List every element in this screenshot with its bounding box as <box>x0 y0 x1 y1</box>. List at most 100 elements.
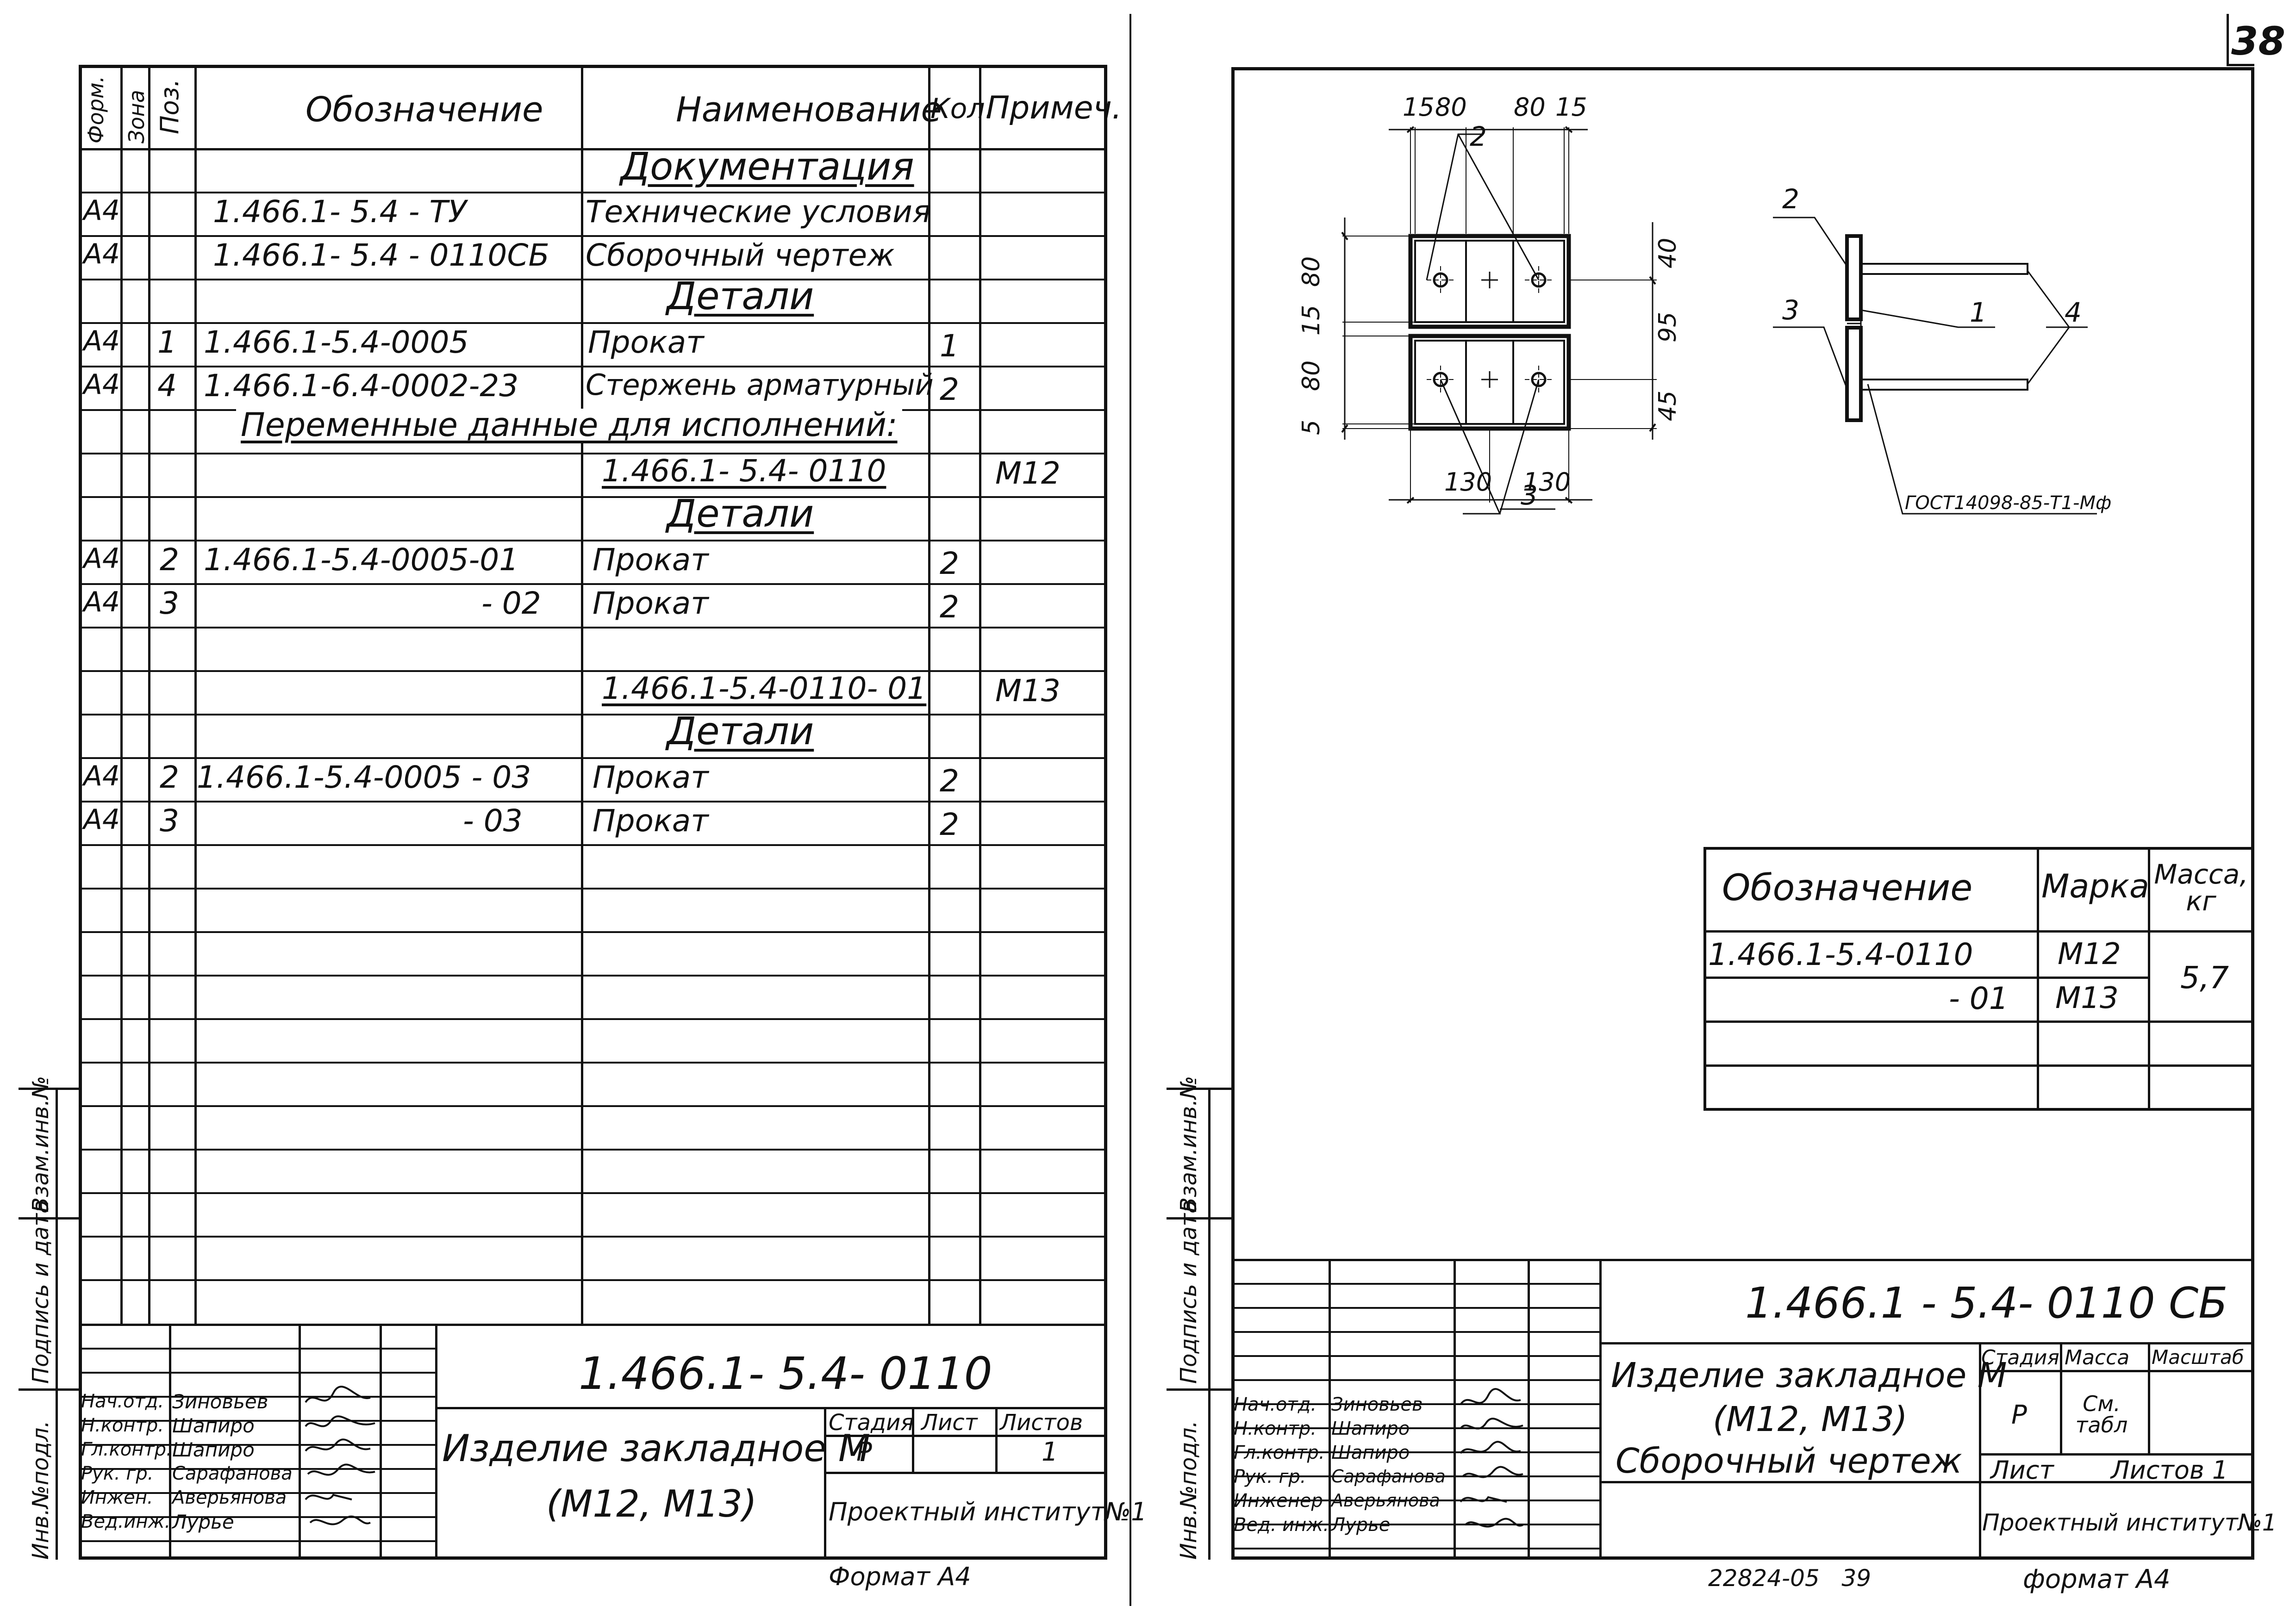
spec-designation: 1.466.1-5.4-0005 <box>204 324 469 360</box>
table-row-line <box>79 670 1107 672</box>
table-row-line <box>79 1279 1107 1281</box>
table-row-line <box>79 888 1107 890</box>
name-label: Зиновьев <box>172 1390 268 1413</box>
spec-designation: 1.466.1-5.4-0005-01 <box>204 542 519 578</box>
variants-header-designation: Обозначение <box>1722 867 1973 909</box>
table-row-line <box>79 540 1107 541</box>
page-number-box <box>2227 64 2254 66</box>
role-label: Инжен. <box>81 1487 153 1508</box>
table-row-line <box>79 322 1107 324</box>
title-block-line <box>824 1435 1107 1437</box>
spec-name: Технические условия <box>586 194 931 230</box>
table-row-line <box>79 931 1107 933</box>
table-row-line <box>1231 1451 1599 1453</box>
table-row-line <box>79 366 1107 367</box>
title-block-line <box>79 1324 1107 1326</box>
format-label: формат А4 <box>2023 1564 2171 1594</box>
right-sheet-frame <box>1231 67 2254 1560</box>
spec-pos: 4 <box>157 368 177 404</box>
table-row-line <box>79 1018 1107 1020</box>
table-row-line <box>79 192 1107 193</box>
side-label-inv: Инв.№подл. <box>28 1420 54 1560</box>
organization: Проектный институт№1 <box>829 1497 1147 1526</box>
title-block-line <box>1979 1453 2254 1456</box>
table-row-line <box>1231 1475 1599 1477</box>
variants-designation: 1.466.1-5.4-0110 <box>1708 937 1973 972</box>
name-label: Шапиро <box>172 1414 255 1437</box>
dim-label: 80 <box>1298 361 1325 391</box>
dim-label: 40 <box>1654 238 1682 268</box>
side-strip-line <box>1167 1088 1231 1090</box>
table-row-line <box>79 627 1107 628</box>
table-row-line <box>79 1236 1107 1238</box>
side-strip-line <box>1208 1088 1210 1560</box>
title-block-subtitle: (М12, М13) <box>546 1482 757 1525</box>
table-line <box>194 65 197 1324</box>
callout-number: 1 <box>1970 297 1987 328</box>
stage-label: Стадия <box>829 1410 914 1436</box>
table-row-line <box>79 1396 435 1398</box>
mass-label: Масса <box>2065 1346 2130 1369</box>
spec-variants-heading: Переменные данные для исполнений: <box>236 409 902 441</box>
role-label: Н.контр. <box>81 1415 164 1436</box>
spec-designation: 1.466.1- 5.4 - 0110СБ <box>213 237 549 273</box>
callout-number: 2 <box>1470 121 1487 152</box>
table-row-line <box>79 1468 435 1470</box>
callout-number: 3 <box>1521 479 1538 511</box>
spec-qty: 1 <box>940 328 959 364</box>
variants-mark: М12 <box>2058 937 2121 971</box>
dim-label: 80 <box>1435 93 1467 122</box>
dim-label: 80 <box>1298 256 1325 287</box>
table-line <box>1703 977 2148 979</box>
table-row-line <box>79 1348 435 1350</box>
spec-designation: 1.466.1-5.4-0005 - 03 <box>197 759 531 795</box>
scale-label: Масштаб <box>2152 1346 2244 1369</box>
spec-pos: 2 <box>160 759 179 795</box>
title-block-title: Изделие закладное М <box>442 1427 870 1470</box>
side-label-replace: Взам.инв.№ <box>1176 1076 1202 1213</box>
spec-pos: 1 <box>157 324 177 360</box>
role-label: Н.контр. <box>1234 1418 1316 1439</box>
dim-label: 5 <box>1298 420 1325 435</box>
name-label: Лурье <box>1331 1514 1391 1536</box>
variants-header-mass: Масса, кг <box>2154 859 2248 917</box>
spec-qty: 2 <box>940 546 959 581</box>
title-block-line <box>435 1407 1107 1409</box>
signatures-right <box>1460 1388 1523 1528</box>
title-block-line <box>912 1407 914 1472</box>
table-row-line <box>1231 1500 1599 1501</box>
callout-number: 4 <box>2065 297 2082 328</box>
dim-label: 45 <box>1654 391 1682 421</box>
spec-variant-designation: 1.466.1-5.4-0110- 01 <box>602 671 927 706</box>
side-label-signature: Подпись и дата <box>28 1200 54 1384</box>
title-block-doc-type: Сборочный чертеж <box>1616 1441 1962 1481</box>
side-label-signature: Подпись и дата <box>1176 1200 1202 1384</box>
callout-number: 2 <box>1782 183 1799 215</box>
name-label: Шапиро <box>172 1438 255 1461</box>
stage-value: Р <box>2011 1400 2027 1430</box>
title-block-line <box>1599 1259 1602 1560</box>
spec-pos: 2 <box>160 542 179 578</box>
spec-name: Прокат <box>593 585 709 621</box>
spec-qty: 2 <box>940 807 959 842</box>
stage-label: Стадия <box>1981 1346 2059 1369</box>
title-block-code: 1.466.1 - 5.4- 0110 СБ <box>1745 1278 2228 1328</box>
table-row-line <box>1231 1355 1599 1357</box>
sheet-label: Лист <box>1990 1456 2054 1485</box>
dim-label: 15 <box>1298 305 1325 336</box>
assembly-drawing: 15 80 80 15 80 15 80 5 40 95 45 130 130 … <box>1298 93 2111 515</box>
name-label: Аверьянова <box>172 1487 287 1508</box>
variants-designation: - 01 <box>1949 981 2009 1016</box>
name-label: Аверьянова <box>1331 1490 1440 1511</box>
table-row-line <box>79 453 1107 454</box>
spec-designation: 1.466.1-6.4-0002-23 <box>204 368 519 404</box>
table-row-line <box>1231 1427 1599 1429</box>
side-strip-line <box>1167 1217 1231 1220</box>
title-block-line <box>995 1407 998 1472</box>
spec-qty: 2 <box>940 763 959 799</box>
table-line <box>79 148 1107 150</box>
page-number-box <box>2227 14 2229 65</box>
title-block-line <box>169 1324 171 1560</box>
side-label-replace: Взам.инв.№ <box>28 1076 54 1213</box>
mass-value: См. табл <box>2075 1391 2128 1437</box>
